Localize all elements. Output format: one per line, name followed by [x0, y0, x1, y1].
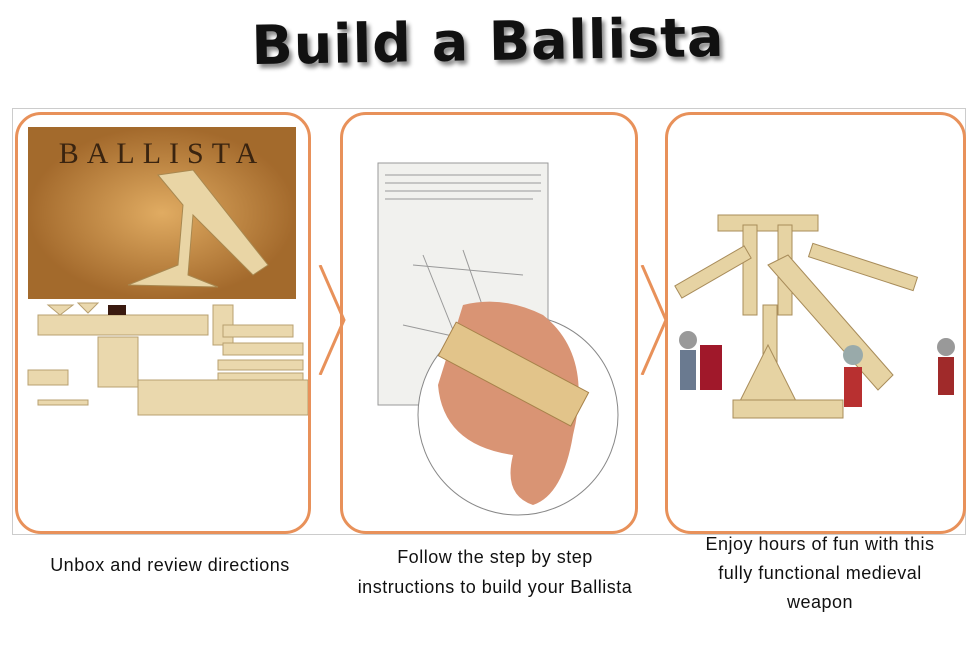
step-3-caption: Enjoy hours of fun with this fully funct… [705, 534, 935, 612]
toy-soldiers [679, 331, 955, 407]
assembled-ballista-image [674, 214, 955, 419]
box-logo-text: BALLISTA [59, 137, 266, 170]
page-title: Build a Ballista [251, 5, 725, 78]
step-1-panel: BALLISTA [15, 112, 311, 534]
arrow-connector-1 [318, 265, 346, 375]
arrow-connector-2 [640, 265, 668, 375]
instructions-image [377, 162, 619, 516]
step-3-panel [665, 112, 966, 534]
unboxed-kit-image: BALLISTA [27, 127, 308, 416]
step-2-panel [340, 112, 638, 534]
step-1-caption: Unbox and review directions [50, 555, 290, 575]
step-2-caption: Follow the step by step instructions to … [357, 547, 633, 597]
